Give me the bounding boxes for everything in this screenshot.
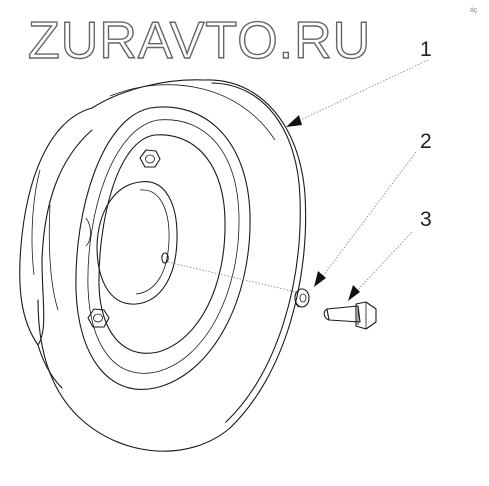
leader-line-2 <box>319 151 417 281</box>
watermark-text: ZURAVTO.RU <box>28 12 371 70</box>
washer <box>294 288 310 308</box>
arrow-1 <box>286 115 302 127</box>
centerline <box>167 261 297 293</box>
brake-disc <box>19 79 307 452</box>
corner-mark: áç <box>470 7 478 14</box>
callout-3: 3 <box>420 208 432 231</box>
leader-line-3 <box>353 231 413 295</box>
callout-1: 1 <box>420 38 432 61</box>
leader-line-1 <box>291 59 429 125</box>
wheel-stud-upper <box>139 149 161 168</box>
bolt <box>323 301 377 330</box>
callout-2: 2 <box>420 130 432 153</box>
wheel-stud-lower <box>87 308 110 328</box>
arrow-3 <box>348 285 360 301</box>
arrow-2 <box>314 271 326 287</box>
